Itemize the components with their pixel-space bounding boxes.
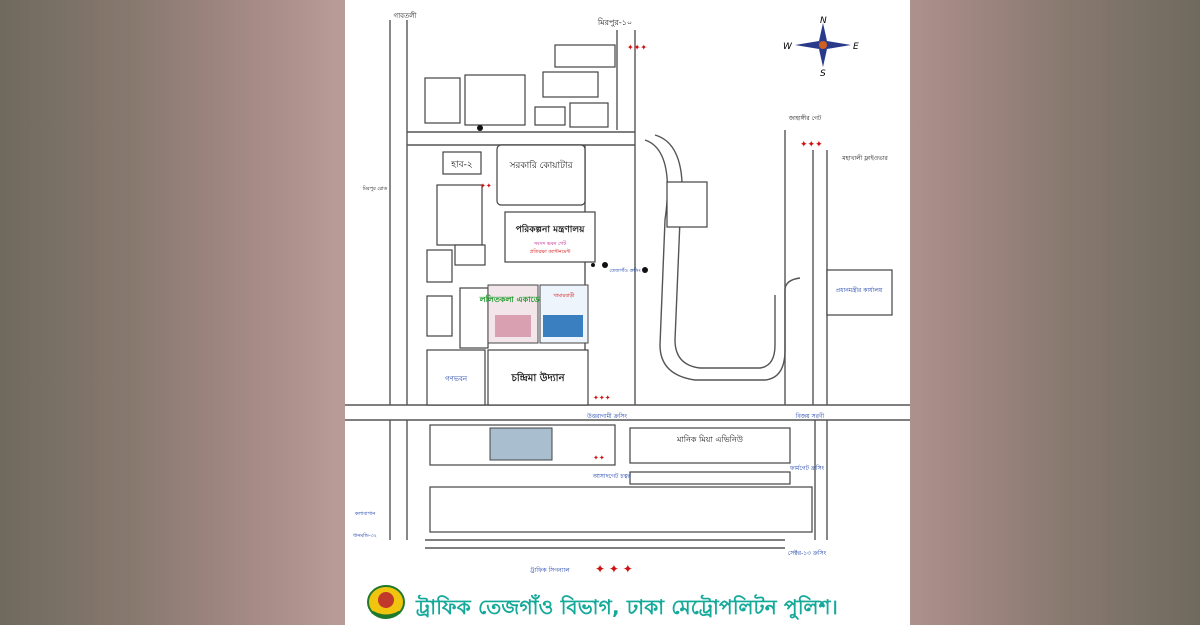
label-sorkari-quarter: সরকারি কোয়াটার: [508, 159, 573, 171]
khamarbari-photo: [543, 315, 583, 337]
map-panel: সরকারি কোয়াটার হাব-২ পরিকল্পনা মন্ত্রণা…: [345, 0, 910, 625]
block-west-2: [426, 249, 453, 283]
compass-e: E: [853, 42, 859, 52]
block-planning-ministry: [504, 211, 596, 263]
label-bijoy-sarani: বিজয় সরণী: [795, 412, 825, 420]
block-top-5: [464, 74, 526, 126]
label-farmgate: ফার্মগেট ক্রসিং: [789, 464, 825, 472]
block-ha-2: [442, 151, 482, 175]
block-right-1: [666, 181, 708, 228]
lalmatia-photo: [495, 315, 531, 337]
block-lower-2: [429, 486, 813, 533]
block-west-4: [426, 295, 453, 337]
block-top-3: [569, 102, 609, 128]
label-tejgaon-crossing: তেজগাঁও ক্রসিং: [609, 267, 640, 274]
signal-icon: ✦ ✦ ✦: [595, 562, 633, 576]
label-chandrima: চন্দ্রিমা উদ্যান: [510, 370, 565, 384]
block-manik-mia: [629, 427, 791, 464]
label-sector-crossing: সেক্টর-১৩ ক্রসিং: [788, 550, 827, 557]
label-jahangir-gate: জাহাঙ্গীর গেট: [788, 114, 822, 122]
label-planning-ministry: পরিকল্পনা মন্ত্রণালয়: [516, 223, 585, 235]
marker-dot: [477, 125, 483, 131]
marker-dot: [642, 267, 648, 273]
footer-title: ট্রাফিক তেজগাঁও বিভাগ, ঢাকা মেট্রোপলিটন …: [416, 595, 839, 619]
label-mirpur-road: মিরপুর রোড: [362, 186, 388, 192]
block-pm-office: [826, 269, 893, 316]
block-top-2: [542, 71, 599, 98]
label-asad-gate: আসাদগেট চত্বর: [592, 472, 632, 480]
label-uttara-crossing: উত্তরাগামী ক্রসিং: [586, 412, 627, 420]
block-top-6: [424, 77, 461, 124]
label-mirpur10: মিরপুর-১০: [597, 18, 632, 27]
label-pm-office: প্রধানমন্ত্রীর কার্যালয়: [836, 286, 883, 294]
dmp-logo: [367, 585, 405, 619]
compass-s: S: [820, 69, 826, 79]
compass-n: N: [820, 16, 827, 26]
label-mohakhali: মহাখালী ফ্লাইওভার: [841, 154, 888, 162]
label-gabtoli: গাবতলী: [394, 11, 418, 20]
signal-markers: ✦✦✦ ✦✦✦ ✦✦ ✦✦✦ ✦✦ ✦ ✦ ✦: [480, 43, 823, 576]
label-kalabagan: কলাবাগান: [354, 511, 377, 517]
marker-dot: [591, 263, 595, 267]
label-khamarbari: খামারবাড়ী: [554, 292, 576, 299]
compass-icon: N E S W: [783, 16, 859, 79]
block-top-4: [534, 106, 566, 126]
block-west-1: [436, 184, 483, 246]
label-planning-sub2: প্রতিরক্ষা ক্যান্টনমেন্ট: [530, 248, 571, 255]
block-ganabhaban: [426, 349, 486, 406]
label-lalmatia: ললিতকলা একাডেমী: [479, 293, 547, 304]
parliament-photo: [489, 427, 553, 461]
signal-icon: ✦✦: [593, 454, 605, 462]
label-ganabhaban: গণভবন: [445, 375, 468, 383]
signal-icon: ✦✦: [480, 182, 492, 190]
marker-dot: [602, 262, 608, 268]
compass-w: W: [783, 42, 793, 52]
label-manik-mia: মানিক মিয়া এভিনিউ: [676, 434, 744, 444]
signal-icon: ✦✦✦: [800, 140, 823, 150]
label-planning-sub: সংসদ ভবন গেট: [533, 240, 566, 247]
curve-road-inner: [654, 134, 776, 369]
block-sorkari-quarter: [496, 144, 586, 206]
signal-icon: ✦✦✦: [593, 394, 611, 402]
block-chandrima: [487, 349, 589, 406]
traffic-map: সরকারি কোয়াটার হাব-২ পরিকল্পনা মন্ত্রণা…: [345, 11, 910, 576]
label-dhanmondi: ধানমন্ডি-৩২: [353, 533, 377, 539]
label-ha-2: হাব-২: [450, 160, 473, 170]
block-west-3: [454, 244, 486, 266]
label-legend-signal: ট্রাফিক সিগন্যাল: [529, 566, 570, 574]
block-lower-strip: [629, 471, 791, 485]
signal-icon: ✦✦✦: [627, 43, 647, 52]
block-top-1: [554, 44, 616, 68]
curve-road-outer: [644, 139, 801, 381]
